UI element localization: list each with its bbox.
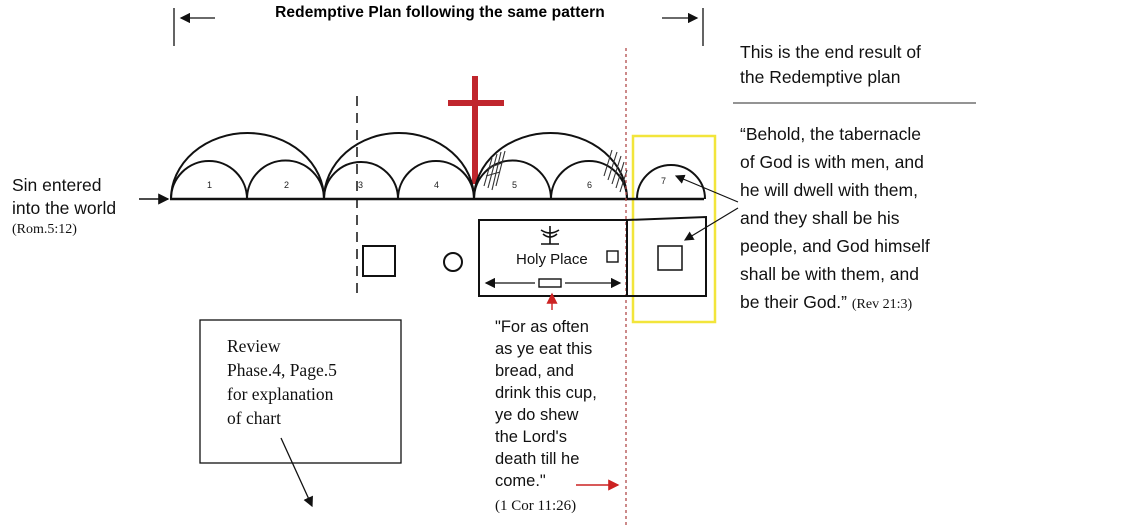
communion-line: death till he bbox=[495, 450, 580, 468]
candlestick-icon bbox=[540, 226, 560, 245]
review-line: of chart bbox=[227, 408, 281, 428]
big-arcs bbox=[170, 132, 628, 200]
small-arc-7 bbox=[636, 164, 706, 200]
quote-line: people, and God himself bbox=[740, 236, 930, 256]
highlight-box bbox=[631, 134, 717, 324]
sin-line-2: into the world bbox=[12, 198, 117, 218]
communion-line: bread, and bbox=[495, 362, 574, 380]
laver-circle-icon bbox=[443, 252, 463, 272]
ark-square-icon bbox=[657, 245, 683, 271]
hatching-arc-6 bbox=[603, 149, 628, 193]
review-line: Review bbox=[227, 336, 281, 356]
revelation-quote: “Behold, the tabernacle of God is with m… bbox=[740, 120, 990, 319]
arc-number-2: 2 bbox=[284, 180, 289, 190]
arc-number-5: 5 bbox=[512, 180, 517, 190]
sin-reference: (Rom.5:12) bbox=[12, 222, 77, 237]
review-line: for explanation bbox=[227, 384, 334, 404]
quote-reference: (Rev 21:3) bbox=[851, 297, 913, 312]
quote-line: be their God.” bbox=[740, 292, 847, 312]
review-box bbox=[199, 319, 402, 464]
cross-icon bbox=[448, 76, 504, 184]
quote-line-last: be their God.” (Rev 21:3) bbox=[740, 288, 990, 319]
quote-line: shall be with them, and bbox=[740, 264, 919, 284]
end-result-line-2: the Redemptive plan bbox=[740, 67, 901, 87]
hatching-arc-5 bbox=[483, 150, 506, 191]
quote-line: he will dwell with them, bbox=[740, 180, 918, 200]
small-arc-2 bbox=[246, 159, 325, 200]
showbread-table-icon bbox=[538, 278, 562, 288]
arc-number-6: 6 bbox=[587, 180, 592, 190]
quote-arrow-to-arc bbox=[674, 174, 739, 203]
most-holy-place-box bbox=[626, 215, 707, 297]
small-arc-3 bbox=[323, 161, 399, 200]
big-arc-3 bbox=[473, 132, 628, 200]
big-arc-2 bbox=[323, 132, 475, 200]
small-arc-5 bbox=[473, 159, 552, 200]
end-result-line-1: This is the end result of bbox=[740, 42, 921, 62]
diagram-title: Redemptive Plan following the same patte… bbox=[275, 4, 605, 21]
communion-line: "For as often bbox=[495, 318, 589, 336]
end-result-caption: This is the end result of the Redemptive… bbox=[740, 40, 980, 90]
communion-line: the Lord's bbox=[495, 428, 567, 446]
communion-quote: "For as often as ye eat this bread, and … bbox=[495, 316, 620, 492]
sin-entered-caption: Sin entered into the world bbox=[12, 174, 142, 220]
communion-line: drink this cup, bbox=[495, 384, 597, 402]
quote-line: of God is with men, and bbox=[740, 152, 924, 172]
small-arc-4 bbox=[397, 160, 475, 200]
holy-place-label: Holy Place bbox=[516, 251, 588, 268]
incense-altar-icon bbox=[606, 250, 619, 263]
arc-number-3: 3 bbox=[358, 180, 363, 190]
sin-line-1: Sin entered bbox=[12, 175, 102, 195]
quote-line: and they shall be his bbox=[740, 208, 900, 228]
arc-number-4: 4 bbox=[434, 180, 439, 190]
communion-line: come." bbox=[495, 472, 546, 490]
arc-number-1: 1 bbox=[207, 180, 212, 190]
altar-square-icon bbox=[362, 245, 396, 277]
quote-arrow-to-ark bbox=[683, 207, 739, 241]
review-line: Phase.4, Page.5 bbox=[227, 360, 337, 380]
communion-line: as ye eat this bbox=[495, 340, 593, 358]
communion-line: ye do shew bbox=[495, 406, 579, 424]
big-arc-1 bbox=[170, 132, 325, 200]
arc-number-7: 7 bbox=[661, 176, 666, 186]
quote-line: “Behold, the tabernacle bbox=[740, 124, 921, 144]
review-note: Review Phase.4, Page.5 for explanation o… bbox=[227, 334, 387, 430]
small-arc-1 bbox=[170, 160, 248, 200]
communion-reference: (1 Cor 11:26) bbox=[495, 498, 577, 514]
review-arrow bbox=[280, 437, 313, 508]
